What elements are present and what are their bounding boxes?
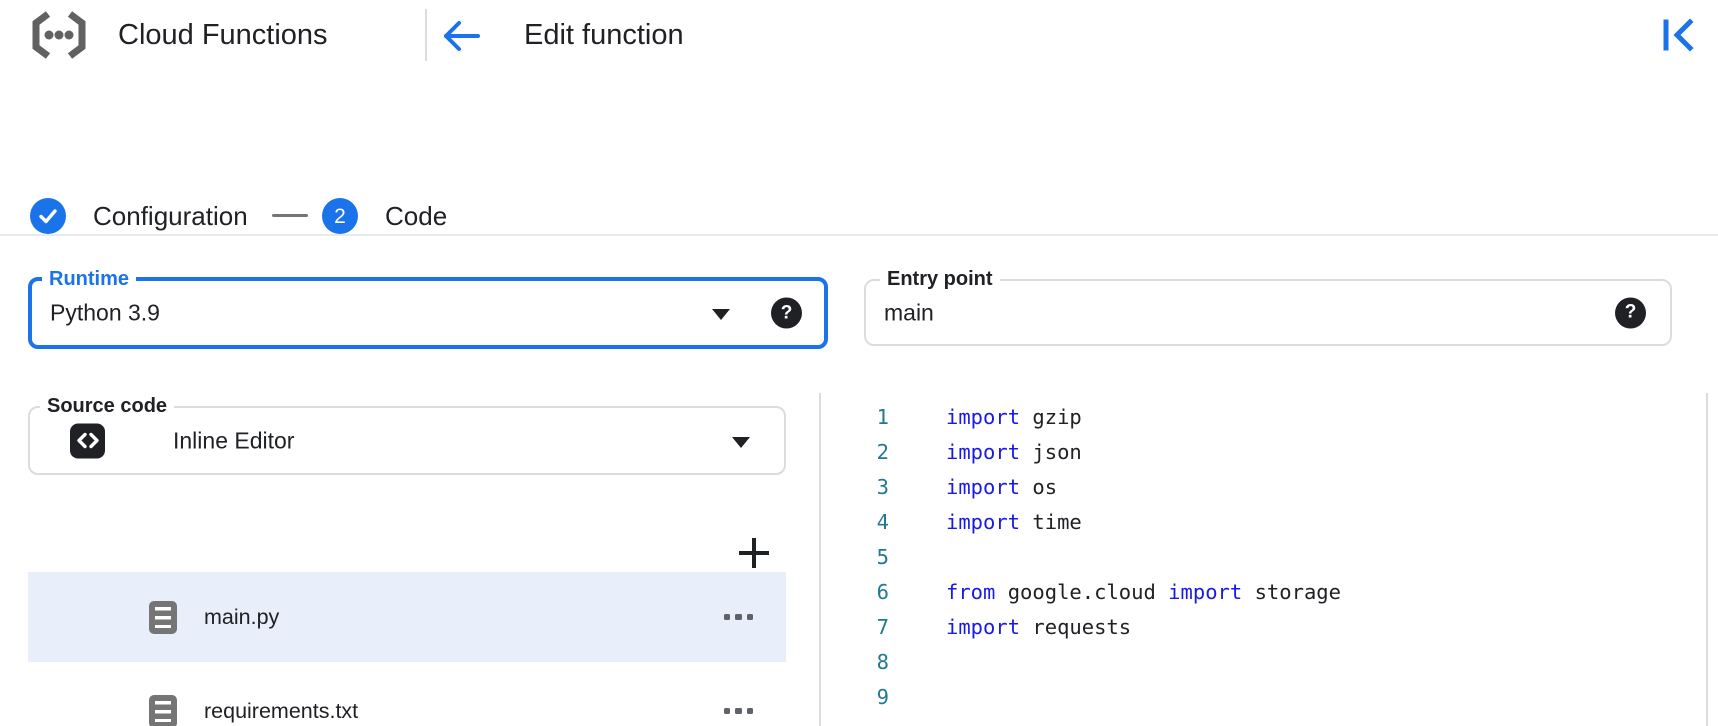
code-text: from google.cloud import storage bbox=[946, 579, 1341, 604]
code-text: import gzip bbox=[946, 404, 1082, 429]
line-number: 1 bbox=[876, 404, 889, 429]
step-label: Configuration bbox=[93, 200, 248, 231]
code-line: 5 bbox=[821, 539, 1705, 574]
runtime-value: Python 3.9 bbox=[50, 299, 160, 326]
runtime-help-icon[interactable]: ? bbox=[771, 297, 802, 329]
file-row[interactable]: requirements.txt bbox=[28, 666, 786, 726]
step-number-badge: 2 bbox=[322, 198, 358, 234]
file-name: main.py bbox=[204, 604, 280, 629]
back-button[interactable] bbox=[438, 13, 484, 59]
code-text: import time bbox=[946, 509, 1082, 534]
code-line: 6 from google.cloud import storage bbox=[821, 574, 1705, 609]
source-code-value: Inline Editor bbox=[173, 427, 295, 453]
line-number: 8 bbox=[876, 649, 889, 674]
file-document-icon bbox=[149, 600, 177, 634]
code-text: import requests bbox=[946, 614, 1132, 639]
line-number: 7 bbox=[876, 614, 889, 639]
step-label: Code bbox=[385, 200, 448, 231]
line-number: 9 bbox=[876, 684, 889, 709]
line-number: 4 bbox=[876, 509, 889, 534]
step-complete-check-icon bbox=[30, 198, 66, 234]
inline-editor-code-icon bbox=[70, 423, 105, 458]
cloud-functions-logo-icon bbox=[28, 10, 90, 60]
line-number: 6 bbox=[876, 579, 889, 604]
runtime-label: Runtime bbox=[42, 267, 136, 291]
entry-point-help-icon[interactable]: ? bbox=[1615, 297, 1646, 328]
page-title: Edit function bbox=[524, 19, 684, 51]
collapse-panel-icon bbox=[1658, 14, 1700, 56]
entry-point-label: Entry point bbox=[880, 267, 1000, 291]
code-line: 3 import os bbox=[821, 469, 1705, 504]
code-line: 2 import json bbox=[821, 434, 1705, 469]
line-number: 2 bbox=[876, 439, 889, 464]
code-editor[interactable]: 1 import gzip 2 import json 3 import os … bbox=[821, 399, 1705, 726]
product-title: Cloud Functions bbox=[118, 19, 328, 51]
file-document-icon bbox=[149, 694, 177, 726]
file-name: requirements.txt bbox=[204, 698, 359, 723]
file-list: main.py requirements.txt bbox=[28, 572, 786, 726]
entry-point-field[interactable]: Entry point main ? bbox=[864, 267, 1672, 346]
collapse-panel-button[interactable] bbox=[1658, 14, 1700, 56]
more-options-icon[interactable] bbox=[723, 707, 753, 715]
dropdown-arrow-icon[interactable] bbox=[732, 436, 750, 448]
step-code[interactable]: 2 Code bbox=[322, 198, 447, 234]
source-code-label: Source code bbox=[40, 394, 175, 418]
code-line: 4 import time bbox=[821, 504, 1705, 539]
section-divider bbox=[0, 234, 1718, 236]
code-line: 9 bbox=[821, 679, 1705, 714]
runtime-select[interactable]: Runtime Python 3.9 ? bbox=[28, 267, 828, 349]
code-text: import os bbox=[946, 474, 1058, 499]
code-line: 1 import gzip bbox=[821, 399, 1705, 434]
file-row[interactable]: main.py bbox=[28, 572, 786, 662]
source-code-select[interactable]: Source code Inline Editor bbox=[28, 394, 786, 475]
step-configuration[interactable]: Configuration bbox=[30, 198, 248, 234]
editor-scrollbar-track[interactable] bbox=[1706, 393, 1708, 726]
line-number: 3 bbox=[876, 474, 889, 499]
code-text: import json bbox=[946, 439, 1082, 464]
stepper: Configuration 2 Code bbox=[0, 70, 1718, 235]
entry-point-value[interactable]: main bbox=[884, 299, 934, 325]
dropdown-arrow-icon[interactable] bbox=[712, 309, 730, 320]
header: Cloud Functions Edit function bbox=[0, 0, 1718, 72]
add-file-button[interactable] bbox=[706, 505, 754, 553]
more-options-icon[interactable] bbox=[723, 613, 753, 621]
line-number: 5 bbox=[876, 544, 889, 569]
code-line: 7 import requests bbox=[821, 609, 1705, 644]
editor-left-divider bbox=[819, 393, 821, 726]
step-connector bbox=[272, 214, 308, 217]
arrow-back-icon bbox=[438, 13, 484, 59]
header-divider bbox=[425, 9, 427, 61]
code-line: 8 bbox=[821, 644, 1705, 679]
